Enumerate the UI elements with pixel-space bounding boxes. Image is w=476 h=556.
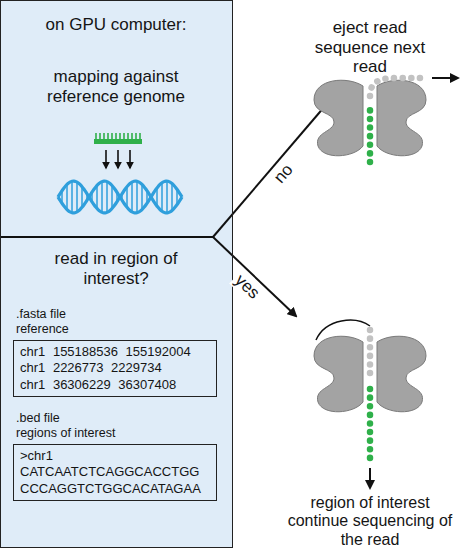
- dna-rung: [76, 182, 78, 212]
- dna-rung: [171, 183, 173, 210]
- dna-rung: [106, 182, 108, 213]
- dna-rung: [101, 182, 103, 213]
- panel-text: mapping against reference genome: [34, 67, 199, 108]
- map-arrow: [105, 150, 107, 168]
- no-arrow: [213, 99, 331, 237]
- pore-half: [314, 336, 363, 412]
- dna-rung: [111, 185, 113, 208]
- dna-strand: [58, 181, 182, 213]
- map-arrow: [129, 150, 131, 168]
- read-tick: [131, 133, 133, 139]
- read-bar: [94, 139, 142, 144]
- read-tick: [95, 133, 97, 139]
- dna-rung: [126, 187, 128, 208]
- dna-rung: [86, 194, 88, 200]
- dna-rung: [136, 181, 138, 213]
- nanopore-illustration: [314, 78, 458, 488]
- file-row: chr1 36306229 36307408: [20, 377, 210, 393]
- strand-line: [316, 320, 370, 340]
- decision-line: [0, 236, 213, 238]
- file-row: chr1 155188536 155192004: [20, 344, 210, 360]
- dna-rung: [146, 191, 148, 204]
- map-arrow: [117, 150, 119, 168]
- dna-rung: [151, 195, 153, 198]
- panel-ground: [1, 1, 233, 548]
- file-row: chr1 2226773 2229734: [20, 360, 210, 376]
- read-tick: [127, 133, 129, 139]
- read-tick: [111, 133, 113, 139]
- continue-arrow: [369, 468, 371, 488]
- dna-strand: [58, 181, 182, 213]
- file-box: .bed fileregions of interest >chr1CATCAAT…: [13, 411, 217, 501]
- dna-rung: [81, 187, 83, 208]
- pore-half: [377, 336, 426, 412]
- file-row: CATCAATCTCAGGCACCTGG CCCAGGTCTGGCACATAGA…: [20, 464, 210, 497]
- file-row: >chr1: [20, 448, 210, 464]
- pore-half: [377, 80, 426, 156]
- dna-rung: [131, 182, 133, 212]
- read-tick: [103, 133, 105, 139]
- panel-title: on GPU computer:: [6, 15, 226, 35]
- branch-label: no: [268, 159, 298, 189]
- file-content-box: chr1 155188536 155192004chr1 2226773 222…: [13, 340, 217, 397]
- file-heading: .fasta file: [13, 307, 217, 322]
- dna-rung: [96, 185, 98, 208]
- read-tick: [139, 133, 141, 139]
- eject-arrow: [432, 77, 458, 79]
- dna-rung: [166, 181, 168, 213]
- read-tick: [107, 133, 109, 139]
- dna-rung: [161, 183, 163, 212]
- mapping-illustration: [58, 133, 182, 213]
- read-tick: [99, 133, 101, 139]
- read-beads: [367, 104, 374, 162]
- strand-beads: [367, 330, 374, 380]
- dna-rung: [116, 192, 118, 202]
- file-box: .fasta filereference chr1 155188536 15519…: [13, 307, 217, 397]
- file-content-box: >chr1CATCAATCTCAGGCACCTGG CCCAGGTCTGGCAC…: [13, 444, 217, 501]
- file-heading: .bed file: [13, 411, 217, 426]
- file-heading: reference: [13, 322, 217, 337]
- file-heading: regions of interest: [13, 426, 217, 441]
- read-beads: [367, 389, 374, 464]
- dna-rung: [121, 194, 123, 200]
- dna-rung: [71, 181, 73, 213]
- dna-rung: [66, 184, 68, 209]
- dna-rung: [156, 188, 158, 206]
- yes-arrow: [213, 237, 296, 316]
- branch-label: yes: [229, 269, 264, 304]
- strand-beads: [370, 78, 428, 96]
- read-tick: [123, 133, 125, 139]
- continue-caption: region of interest continue sequencing o…: [284, 494, 456, 549]
- computer-panel: on GPU computer: mapping against referenc…: [0, 0, 233, 548]
- dna-rung: [61, 191, 63, 204]
- dna-rung: [91, 192, 93, 202]
- eject-caption: eject read sequence next read: [300, 18, 440, 77]
- dna-rung: [176, 189, 178, 205]
- read-tick: [119, 133, 121, 139]
- pore-half: [314, 80, 363, 156]
- read-tick: [115, 133, 117, 139]
- panel-text: read in region of interest?: [52, 249, 180, 290]
- read-tick: [135, 133, 137, 139]
- dna-rung: [141, 184, 143, 209]
